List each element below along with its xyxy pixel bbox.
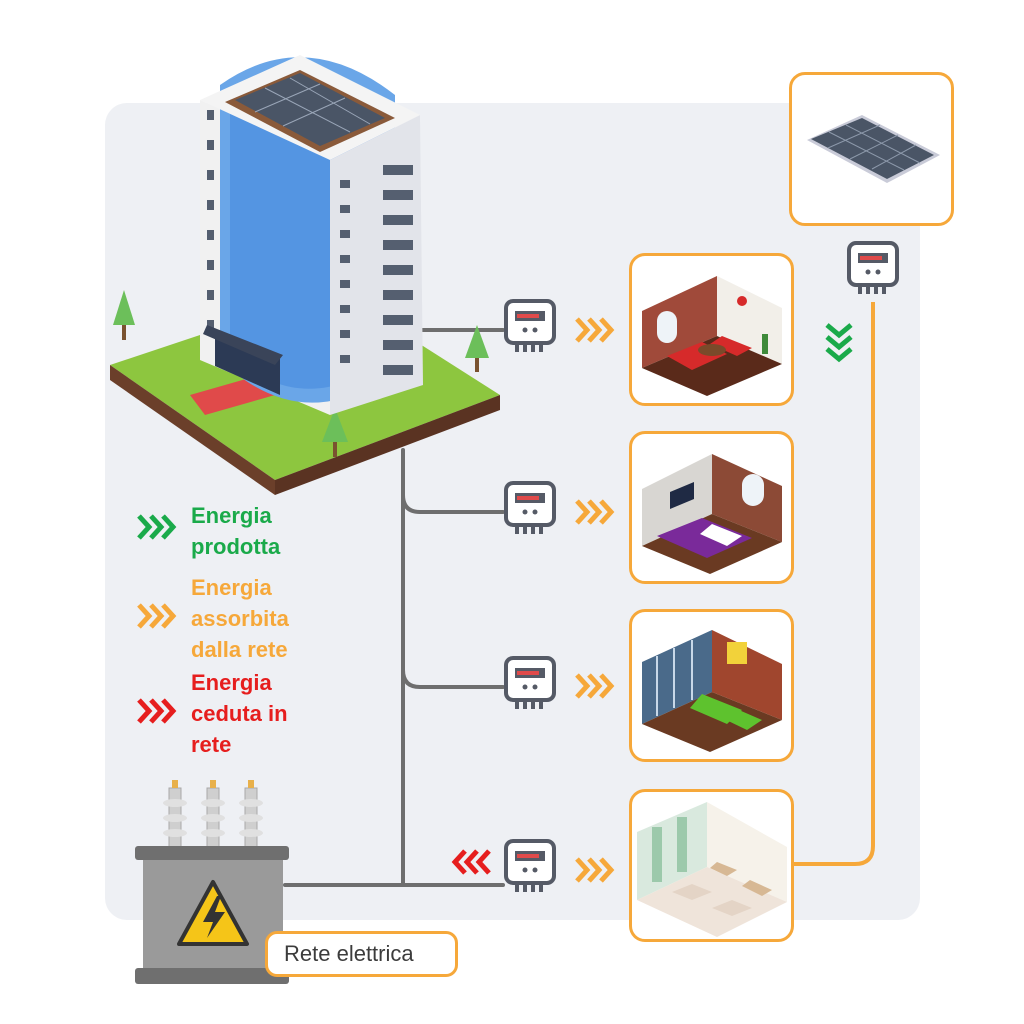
green-chevrons-icon xyxy=(137,514,177,540)
orange-chevrons-icon xyxy=(137,603,177,629)
wire-meter-3 xyxy=(401,668,505,689)
tv-room-icon xyxy=(642,454,782,574)
orange-chevrons-icon xyxy=(575,673,615,699)
orange-chevrons-icon xyxy=(575,499,615,525)
solar-panel-icon xyxy=(807,115,940,183)
tree-icon xyxy=(465,325,489,372)
electricity-meter-icon xyxy=(504,481,556,534)
building-with-solar-roof-icon xyxy=(110,55,500,495)
electricity-meter-icon xyxy=(504,839,556,892)
red-chevrons-icon xyxy=(137,698,177,724)
green-chevrons-down-icon xyxy=(825,323,853,363)
electric-transformer-icon xyxy=(135,780,289,984)
room-box-2 xyxy=(629,431,794,584)
wire-solar xyxy=(793,302,875,866)
red-chevrons-icon xyxy=(451,849,491,875)
living-room-icon xyxy=(642,276,782,396)
grid-label: Rete elettrica xyxy=(265,931,458,977)
tree-icon xyxy=(322,408,348,457)
lounge-room-icon xyxy=(642,630,782,752)
orange-chevrons-icon xyxy=(575,317,615,343)
legend-produced: Energia prodotta xyxy=(191,503,281,559)
lobby-icon xyxy=(637,802,787,937)
legend-absorbed: Energia assorbita dalla rete xyxy=(191,575,289,662)
solar-panel-box xyxy=(789,72,954,226)
room-box-3 xyxy=(629,609,794,762)
room-box-4 xyxy=(629,789,794,942)
electricity-meter-icon xyxy=(504,299,556,352)
electricity-meter-icon xyxy=(504,656,556,709)
tree-icon xyxy=(113,290,135,340)
legend-ceded: Energia ceduta in rete xyxy=(191,670,288,757)
room-box-1 xyxy=(629,253,794,406)
wire-meter-2 xyxy=(401,493,505,514)
orange-chevrons-icon xyxy=(575,857,615,883)
electricity-meter-icon xyxy=(847,241,899,294)
